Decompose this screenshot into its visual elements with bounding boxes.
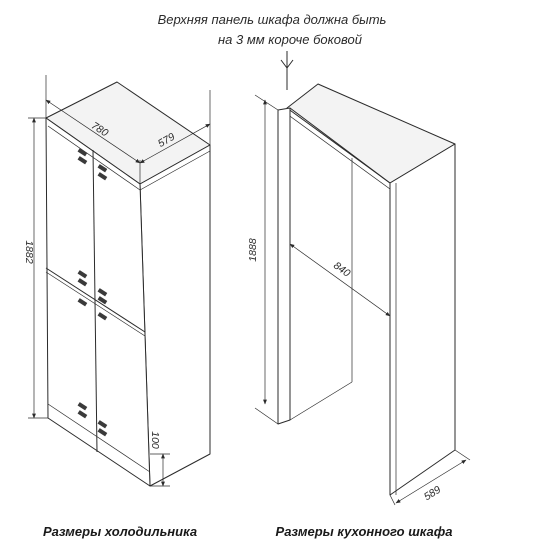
cabinet-side-panel	[277, 107, 291, 425]
fridge-drawing: 780 579 1882 100	[23, 75, 211, 487]
cabinet-height-label: 1888	[247, 238, 259, 262]
fridge-depth-dimension-line	[139, 123, 211, 164]
fridge-plinth-label: 100	[149, 431, 161, 449]
cabinet-back-panel	[389, 143, 456, 496]
cabinet-caption: Размеры кухонного шкафа	[276, 524, 453, 539]
cabinet-depth-label: 589	[422, 484, 443, 504]
cabinet-inner-depth-label: 840	[331, 260, 352, 280]
fridge-section-split	[45, 267, 146, 333]
note-pointer-arrow	[280, 51, 294, 90]
top-panel-note: Верхняя панель шкафа должна быть на 3 мм…	[158, 12, 387, 47]
cabinet-depth-dimension-line	[395, 459, 467, 504]
cabinet-inner-depth-dimension-line	[289, 243, 391, 317]
cabinet-opening-edge	[289, 107, 391, 495]
fridge-caption: Размеры холодильника	[43, 524, 197, 539]
note-line-2: на 3 мм короче боковой	[218, 32, 362, 47]
fridge-width-dimension-line	[45, 99, 141, 164]
cabinet-drawing: 1888 840 589	[247, 83, 471, 506]
fridge-door-split	[92, 149, 98, 453]
note-line-1: Верхняя панель шкафа должна быть	[158, 12, 387, 27]
fridge-height-label: 1882	[23, 240, 35, 264]
